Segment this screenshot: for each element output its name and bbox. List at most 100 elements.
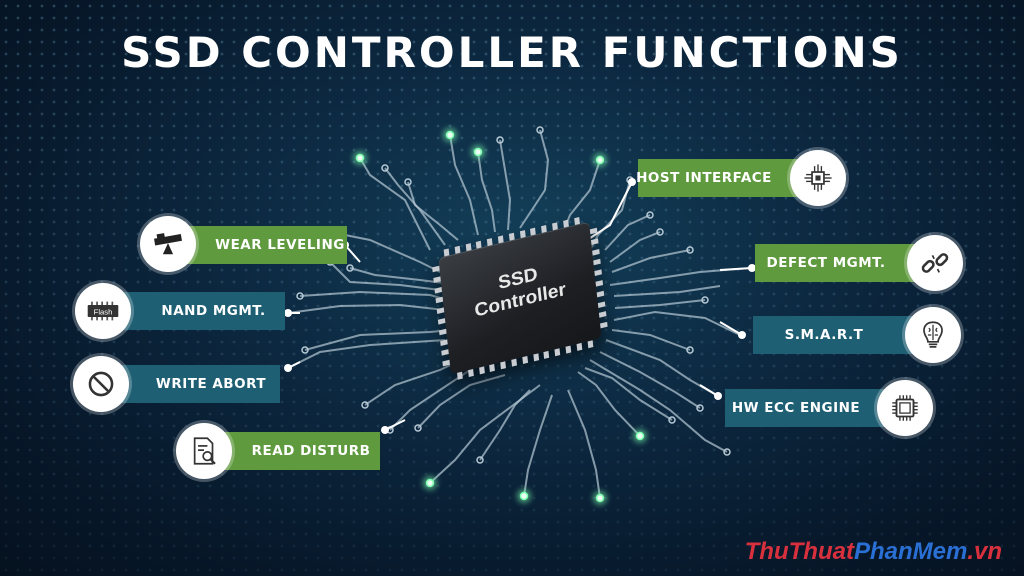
chip-pin bbox=[532, 353, 539, 362]
watermark-part2: PhanMem bbox=[853, 538, 968, 565]
function-connector bbox=[719, 321, 743, 336]
chip-pin bbox=[454, 245, 461, 254]
circuit-trace bbox=[359, 157, 431, 251]
watermark-part1: ThuThuat bbox=[744, 538, 854, 565]
trace-end-node bbox=[361, 401, 369, 409]
trace-end-node bbox=[686, 346, 694, 354]
trace-end-node bbox=[668, 416, 676, 424]
trace-end-node bbox=[301, 346, 309, 354]
circuit-trace bbox=[613, 310, 741, 336]
trace-end-node bbox=[635, 431, 645, 441]
circuit-trace bbox=[287, 303, 446, 314]
chip-pin bbox=[489, 363, 496, 372]
trace-end-node bbox=[519, 491, 529, 501]
trace-end-node bbox=[414, 424, 422, 432]
circuit-trace bbox=[449, 134, 479, 236]
chip-pin bbox=[467, 369, 474, 378]
read-disturb-label: READ DISTURB bbox=[251, 443, 371, 459]
circuit-trace bbox=[389, 369, 471, 431]
hw-ecc-engine-label-bar: HW ECC ENGINE bbox=[725, 389, 885, 427]
host-interface-label: HOST INTERFACE bbox=[636, 170, 772, 186]
trace-end-node bbox=[701, 296, 709, 304]
circuit-trace bbox=[479, 389, 531, 461]
circuit-trace bbox=[329, 261, 441, 291]
connector-node bbox=[381, 426, 389, 434]
hw-ecc-engine-label: HW ECC ENGINE bbox=[731, 400, 861, 416]
connector-node bbox=[714, 392, 722, 400]
wear-leveling-label-bar: WEAR LEVELING bbox=[185, 226, 347, 264]
circuit-trace bbox=[429, 384, 541, 484]
circuit-trace bbox=[287, 339, 446, 369]
circuit-trace bbox=[304, 329, 453, 351]
trace-end-node bbox=[355, 153, 365, 163]
defect-mgmt-label: DEFECT MGMT. bbox=[766, 255, 886, 271]
trace-end-node bbox=[445, 130, 455, 140]
chip-pin bbox=[465, 243, 472, 252]
circuit-trace bbox=[611, 249, 691, 273]
chip-pin bbox=[476, 240, 482, 249]
read-disturb-label-bar: READ DISTURB bbox=[220, 432, 380, 470]
trace-end-node bbox=[473, 147, 483, 157]
trace-end-node bbox=[404, 178, 412, 186]
circuit-trace bbox=[407, 181, 459, 241]
chip-pin bbox=[500, 361, 507, 370]
circuit-trace bbox=[613, 285, 721, 297]
circuit-trace bbox=[523, 394, 553, 497]
chip-pin bbox=[541, 224, 547, 233]
chip-pin bbox=[522, 356, 528, 365]
chip-pin bbox=[576, 342, 583, 351]
smart-label-bar: S.M.A.R.T bbox=[753, 316, 913, 354]
wear-leveling-label: WEAR LEVELING bbox=[215, 237, 345, 253]
chip-pin bbox=[565, 345, 572, 354]
nand-mgmt-label-bar: NAND MGMT. bbox=[120, 292, 285, 330]
circuit-trace bbox=[604, 214, 651, 251]
chip-pin bbox=[543, 350, 550, 359]
circuit-trace bbox=[611, 329, 691, 351]
trace-end-node bbox=[595, 155, 605, 165]
circuit-trace bbox=[609, 231, 661, 263]
smart-label: S.M.A.R.T bbox=[784, 327, 864, 343]
broken-link-icon bbox=[907, 235, 963, 291]
circuit-trace bbox=[477, 151, 496, 233]
processor-icon bbox=[790, 150, 846, 206]
document-search-icon bbox=[176, 423, 232, 479]
chip-pin bbox=[552, 222, 558, 231]
trace-end-node bbox=[476, 456, 484, 464]
connector-node bbox=[738, 331, 746, 339]
trace-end-node bbox=[646, 211, 654, 219]
chip-pin bbox=[443, 248, 450, 257]
connector-node bbox=[284, 364, 292, 372]
circuit-trace bbox=[609, 267, 751, 286]
circuit-trace bbox=[299, 290, 449, 301]
chip-pin bbox=[511, 358, 518, 367]
diagram-title: SSD CONTROLLER FUNCTIONS bbox=[121, 28, 903, 77]
circuit-trace bbox=[577, 371, 641, 437]
watermark: ThuThuatPhanMem.vn bbox=[745, 538, 1002, 566]
connector-node bbox=[628, 178, 636, 186]
chip-pin bbox=[519, 230, 526, 239]
function-connector bbox=[719, 267, 753, 271]
trace-end-node bbox=[381, 164, 389, 172]
watermark-part3: .vn bbox=[967, 538, 1002, 565]
write-abort-label-bar: WRITE ABORT bbox=[120, 365, 280, 403]
host-interface-label-bar: HOST INTERFACE bbox=[636, 159, 798, 197]
circuit-trace bbox=[417, 374, 506, 429]
connector-node bbox=[748, 264, 756, 272]
chip-pin bbox=[497, 235, 504, 244]
brain-bulb-icon bbox=[905, 307, 961, 363]
chip-pin bbox=[562, 219, 569, 228]
trace-end-node bbox=[346, 264, 354, 272]
nand-mgmt-label: NAND MGMT. bbox=[161, 303, 266, 319]
flash-chip-icon: Flash bbox=[75, 283, 131, 339]
trace-end-node bbox=[656, 228, 664, 236]
chip-pin bbox=[573, 217, 580, 226]
circuit-trace bbox=[614, 299, 706, 309]
circuit-trace bbox=[349, 267, 445, 284]
trace-end-node bbox=[723, 448, 731, 456]
trace-end-node bbox=[425, 478, 435, 488]
chip-pin bbox=[457, 371, 463, 380]
flash-icon-text: Flash bbox=[94, 307, 113, 316]
chip-pin bbox=[554, 348, 561, 357]
